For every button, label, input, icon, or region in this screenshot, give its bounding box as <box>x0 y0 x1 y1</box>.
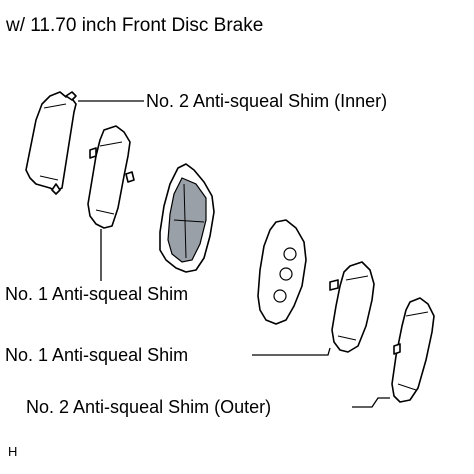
label-shim-no1-inner: No. 1 Anti-squeal Shim <box>5 284 189 304</box>
shim-no1-outer-part <box>329 261 375 353</box>
shim-no2-outer-part <box>391 297 435 403</box>
label-shim-no2-inner: No. 2 Anti-squeal Shim (Inner) <box>146 91 388 111</box>
pad-hole-top <box>283 247 297 261</box>
figure-code: H <box>8 444 18 459</box>
brake-pad-inner-part <box>159 163 215 273</box>
label-shim-no1-outer: No. 1 Anti-squeal Shim <box>5 345 189 365</box>
shim-no2-inner-part <box>25 91 77 195</box>
leader-shim-no1-outer <box>252 347 331 356</box>
diagram-title: w/ 11.70 inch Front Disc Brake <box>6 15 264 36</box>
label-shim-no2-outer: No. 2 Anti-squeal Shim (Outer) <box>26 397 272 417</box>
pad-hole-middle <box>279 267 293 281</box>
shim-no1-inner-part <box>87 125 135 229</box>
brake-pad-outer-part <box>257 219 307 325</box>
leader-shim-no2-outer <box>352 397 390 408</box>
pad-hole-bottom <box>273 289 287 303</box>
